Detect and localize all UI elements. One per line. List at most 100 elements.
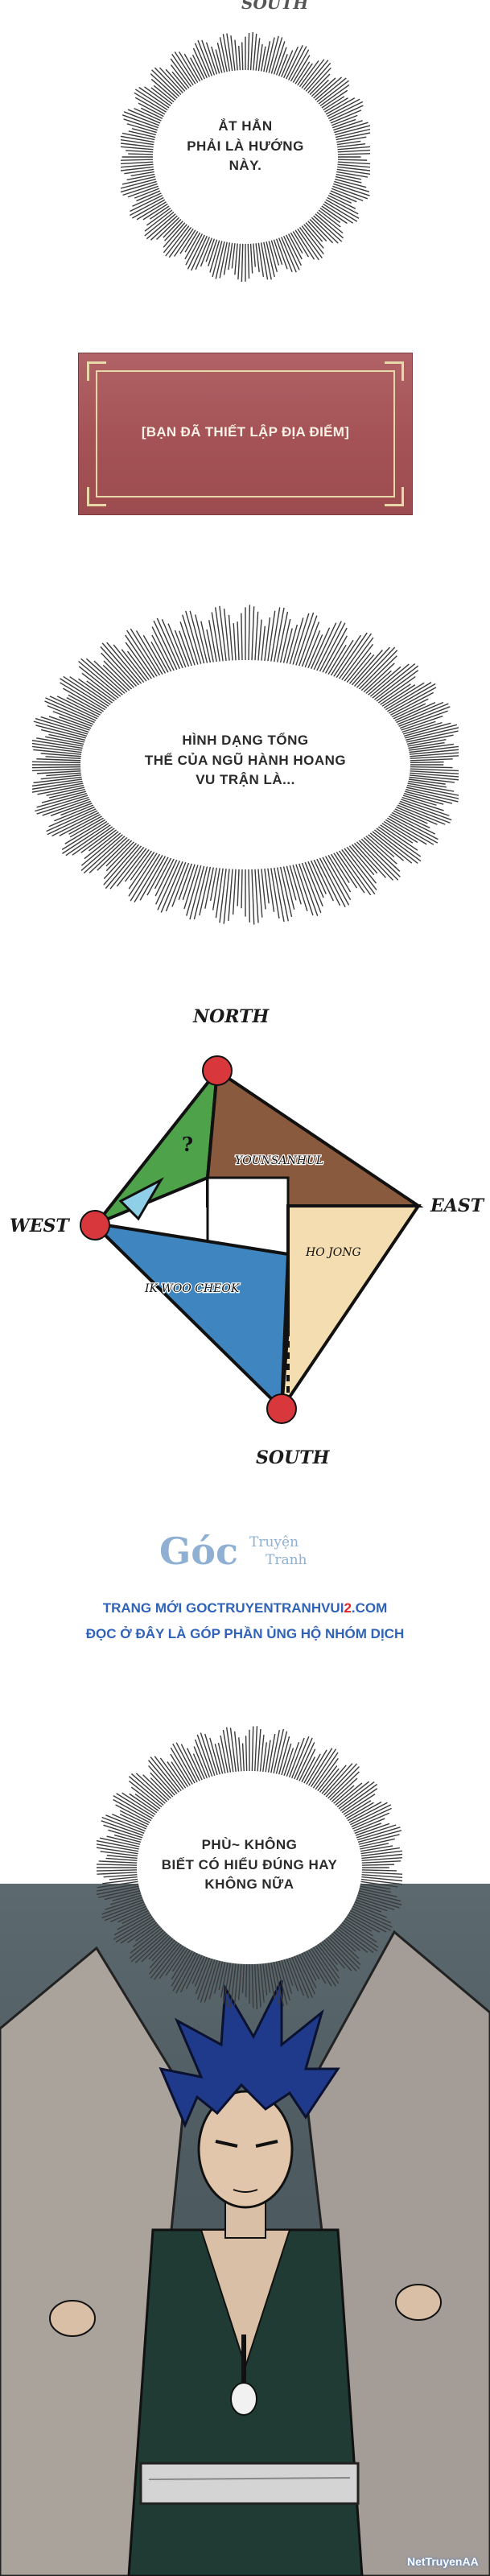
bubble-spike — [212, 865, 221, 910]
bubble-spike — [122, 183, 160, 196]
bubble-spike — [331, 122, 369, 134]
bubble-spike — [405, 778, 446, 785]
logo-sub1: Truyện — [249, 1534, 299, 1550]
bubble-spike — [154, 67, 183, 97]
bubble-spike — [97, 1880, 141, 1889]
bubble-spike — [209, 1737, 221, 1777]
bubble-spike — [222, 1729, 232, 1775]
bubble-spike — [150, 87, 175, 105]
bubble-spike — [102, 664, 132, 693]
bubble-spike — [148, 1939, 179, 1975]
bubble-spike — [300, 59, 325, 90]
bubble-spike — [115, 1804, 152, 1824]
bubble-spike — [336, 1924, 374, 1954]
bubble-spike — [270, 865, 280, 919]
bubble-spike — [259, 1734, 265, 1774]
bubble-spike — [397, 798, 450, 816]
bubble-spike — [276, 611, 289, 665]
bubble-spike — [228, 241, 233, 270]
bubble-spike — [255, 38, 261, 72]
bubble-spike — [199, 865, 212, 916]
bubble-spike — [275, 1731, 288, 1776]
bubble-spike — [336, 159, 368, 161]
bubble-spike — [134, 108, 163, 122]
bubble-spike — [311, 214, 343, 242]
bubble-spike — [296, 226, 319, 261]
credit-line-1[interactable]: TRANG MỚI GOCTRUYENTRANHVUI2.COM — [102, 1600, 388, 1616]
bubble-spike — [175, 1742, 199, 1785]
bubble-spike — [356, 1834, 400, 1846]
bubble-spike — [298, 60, 319, 89]
bubble-spike — [146, 855, 170, 896]
bubble-spike — [126, 630, 159, 679]
bubble-spike — [32, 745, 85, 753]
bubble-spike — [326, 1934, 360, 1970]
bubble-spike — [156, 216, 181, 240]
bubble-spike — [215, 866, 224, 919]
bubble-spike — [312, 622, 337, 672]
bubble-spike — [223, 241, 231, 275]
bubble-spike — [347, 1802, 388, 1824]
bubble-spike — [251, 1962, 254, 2008]
bubble-spike — [344, 844, 377, 884]
bubble-spike — [103, 842, 142, 886]
bubble-spike — [105, 844, 144, 890]
bubble-spike — [387, 812, 439, 840]
bubble-spike — [328, 189, 357, 203]
bubble-spike — [85, 658, 127, 696]
bubble-spike — [323, 635, 348, 676]
bubble-spike — [101, 652, 137, 690]
bubble-spike — [121, 139, 156, 146]
bubble-spike — [326, 101, 364, 120]
bubble-spike — [355, 1893, 400, 1909]
bubble-spike — [124, 847, 151, 882]
bubble-spike — [309, 1946, 337, 1987]
bubble-spike — [318, 856, 346, 908]
bubble-spike — [121, 1909, 151, 1924]
bubble-spike — [121, 132, 157, 141]
bubble-spike — [267, 35, 279, 75]
bubble-spike — [323, 198, 360, 219]
bubble-spike — [201, 39, 216, 77]
bubble-spike — [319, 1939, 346, 1969]
bubble-spike — [401, 722, 451, 738]
map-diagram-svg: YOUNSANHUL HO JONG IK WOO CHEOK ? NORTH … — [10, 1006, 485, 1468]
bubble-spike — [133, 1924, 163, 1947]
bubble-spike — [170, 64, 191, 90]
bubble-spike — [263, 617, 271, 663]
bubble-spike — [179, 621, 196, 668]
bubble-spike — [150, 1757, 181, 1794]
bubble-spike — [237, 1962, 242, 2000]
bubble-spike — [130, 628, 162, 678]
bubble-spike — [282, 233, 300, 270]
bubble-spike — [241, 613, 243, 663]
bubble-spike — [309, 627, 331, 671]
bubble-spike — [294, 228, 315, 260]
bubble-spike — [46, 772, 84, 777]
bubble-spike — [40, 716, 93, 734]
bubble-spike — [238, 1737, 242, 1773]
bubble-spike — [254, 867, 259, 923]
bubble-spike — [49, 788, 89, 799]
bubble-spike — [60, 678, 110, 710]
bubble-spike — [193, 864, 208, 920]
bubble-spike — [150, 1772, 175, 1799]
bubble-spike — [165, 1945, 187, 1976]
bubble-spike — [93, 660, 130, 695]
bubble-spike — [329, 1777, 358, 1804]
bubble-spike — [280, 1958, 293, 1994]
west-label: WEST — [10, 1216, 70, 1236]
speech-bubble-1: ẮT HẲN PHẢI LÀ HƯỚNG NÀY. — [121, 32, 370, 282]
bubble-spike — [165, 860, 187, 912]
bubble-spike — [390, 703, 426, 721]
bubble-spike — [336, 153, 370, 155]
bubble-spike — [113, 1913, 154, 1936]
bubble-spike — [97, 1883, 141, 1892]
region-blue — [93, 1221, 290, 1413]
bubble-spike — [208, 1959, 221, 2000]
bubble-spike — [222, 34, 231, 73]
bubble-spike — [323, 97, 356, 116]
bubble-spike — [68, 814, 105, 835]
bubble-spike — [128, 849, 156, 890]
bubble-spike — [101, 642, 142, 687]
